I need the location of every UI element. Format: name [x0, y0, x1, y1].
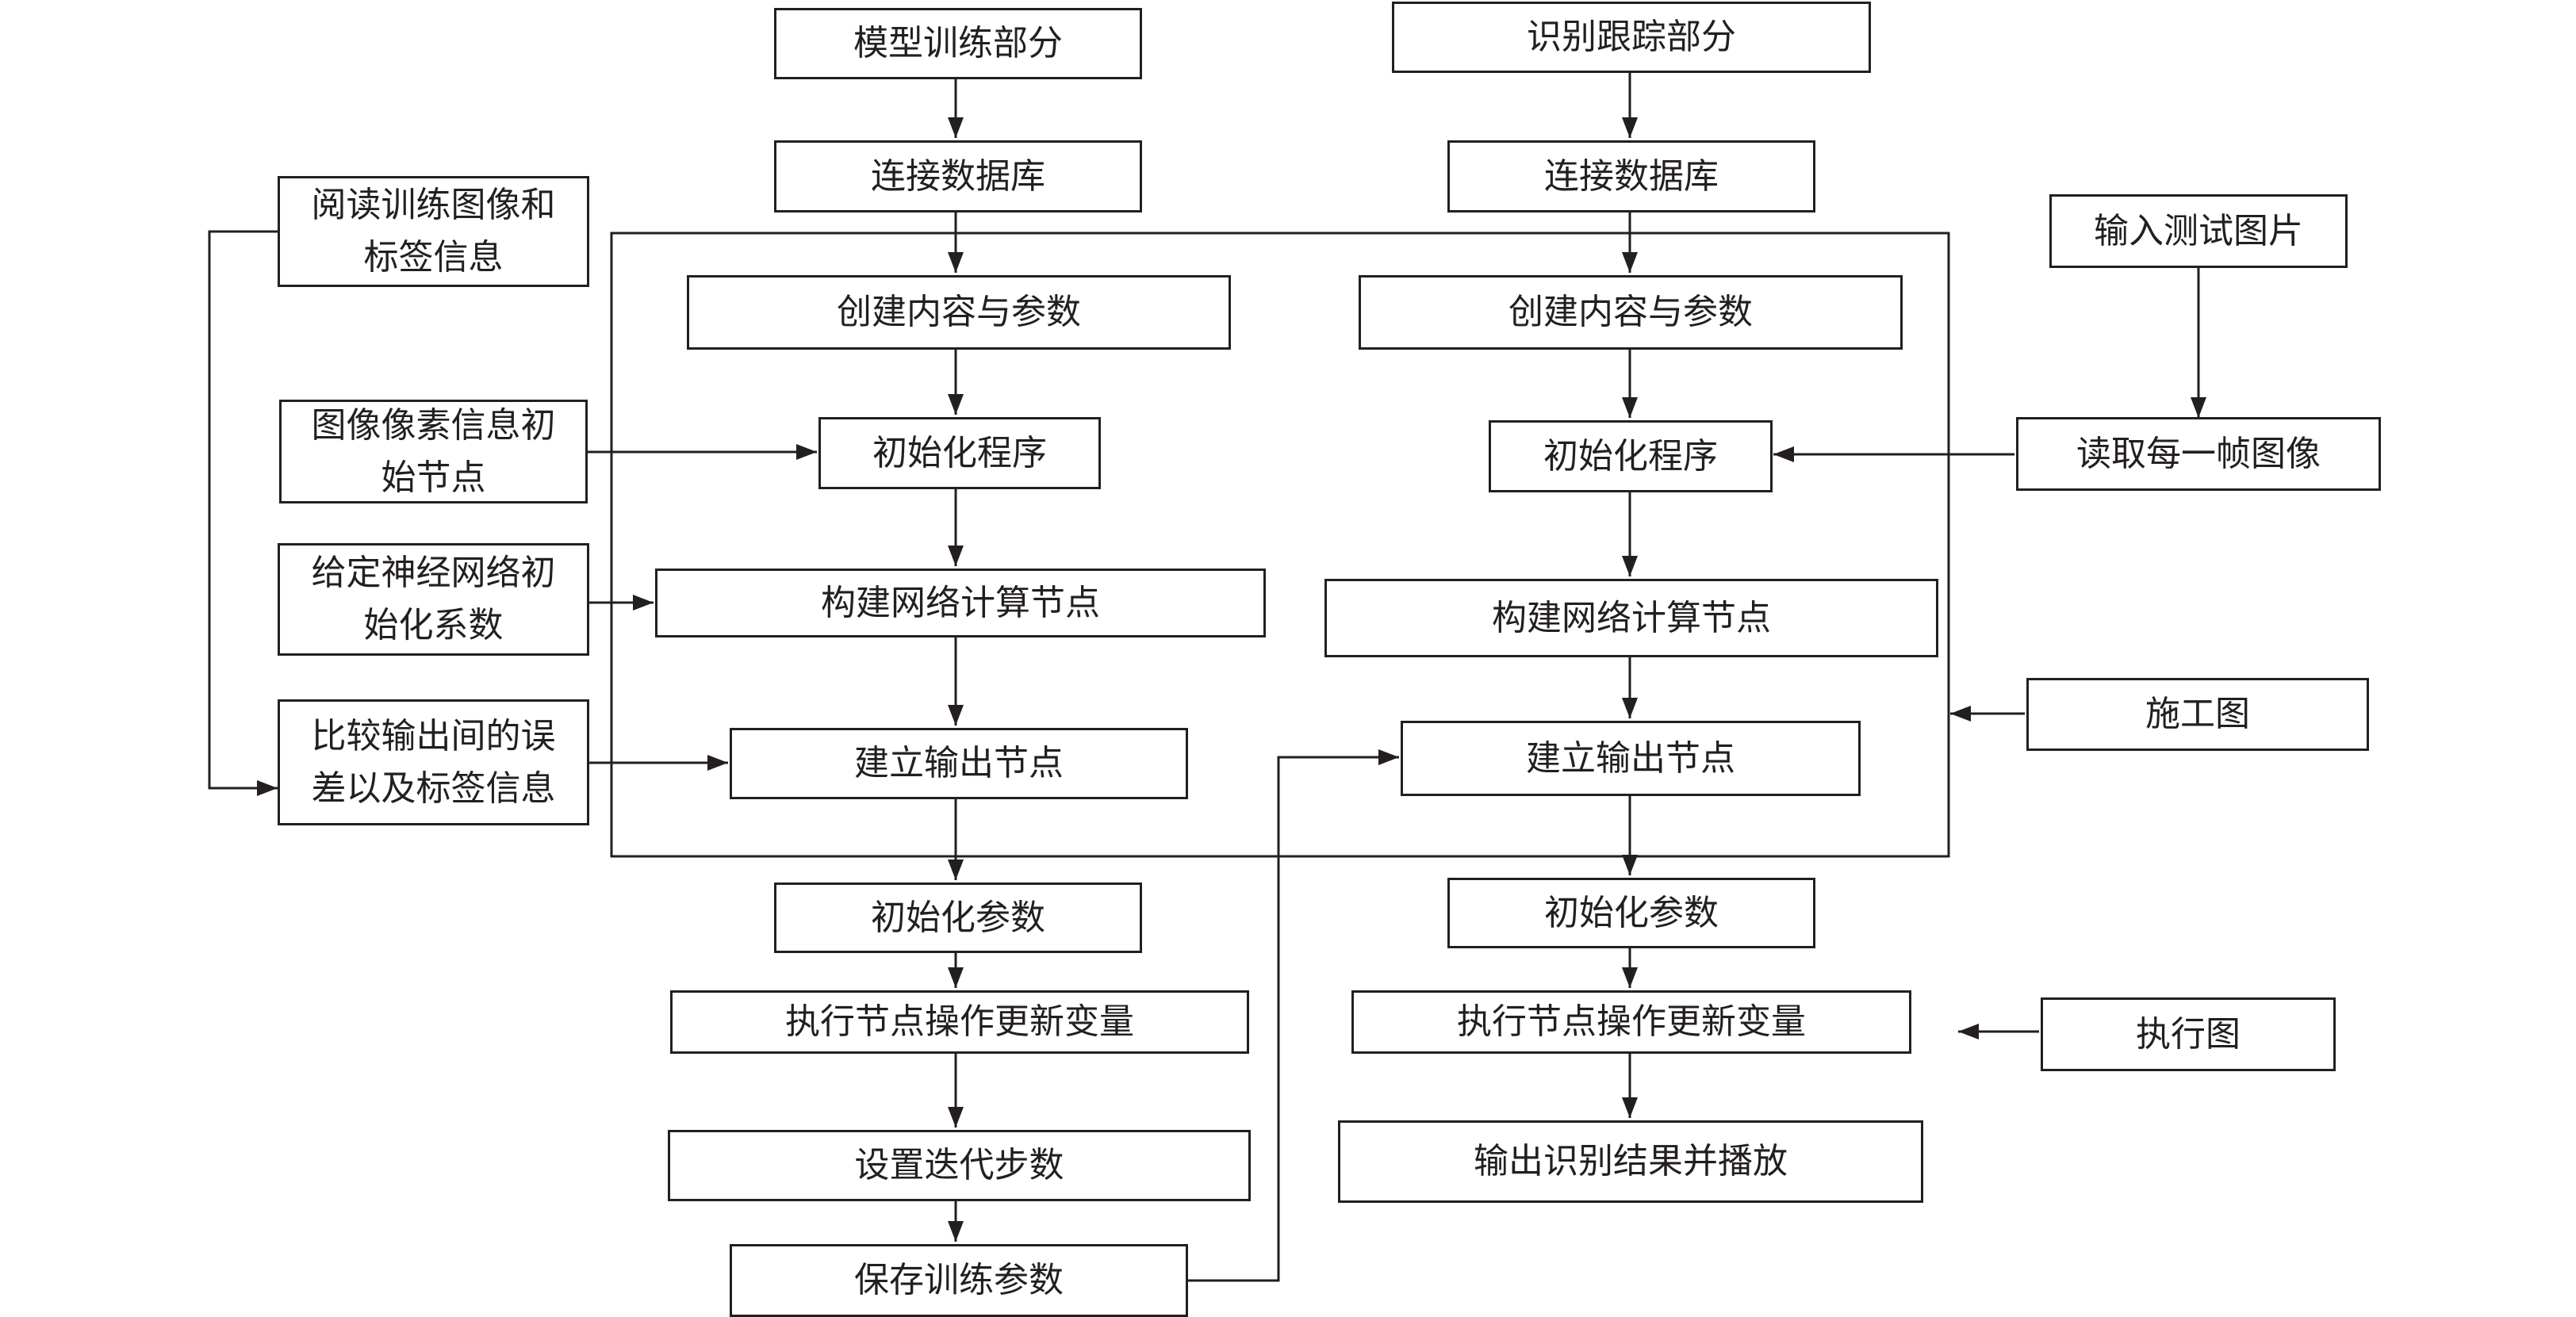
left-create-content-box: 创建内容与参数: [687, 275, 1231, 350]
input-test-image-label: 输入测试图片: [2094, 210, 2303, 251]
left-execute-update-label: 执行节点操作更新变量: [785, 1001, 1134, 1042]
right-connect-db-box: 连接数据库: [1447, 140, 1815, 212]
left-connect-db-box: 连接数据库: [774, 140, 1142, 212]
input-test-image-box: 输入测试图片: [2049, 194, 2348, 268]
compare-error-label: 比较输出间的误 差以及标签信息: [311, 715, 556, 809]
left-title-box: 模型训练部分: [774, 8, 1142, 79]
left-init-program-label: 初始化程序: [872, 432, 1047, 473]
read-images-labels-label: 阅读训练图像和 标签信息: [311, 185, 556, 278]
execution-graph-box: 执行图: [2041, 997, 2336, 1071]
pixel-init-nodes-box: 图像像素信息初 始节点: [279, 400, 588, 503]
arrow-save-to-right-output: [1188, 749, 1399, 1282]
right-init-program-box: 初始化程序: [1489, 420, 1773, 492]
left-create-content-label: 创建内容与参数: [837, 292, 1081, 332]
left-connect-db-label: 连接数据库: [871, 155, 1045, 197]
left-title: 模型训练部分: [853, 23, 1063, 63]
read-each-frame-label: 读取每一帧图像: [2076, 433, 2321, 474]
nn-init-coeffs-label: 给定神经网络初 始化系数: [311, 553, 556, 645]
right-init-program-label: 初始化程序: [1543, 435, 1718, 477]
right-execute-update-box: 执行节点操作更新变量: [1351, 990, 1911, 1054]
left-build-compute-box: 构建网络计算节点: [655, 569, 1266, 637]
right-title: 识别跟踪部分: [1527, 17, 1736, 57]
execution-graph-label: 执行图: [2136, 1013, 2241, 1055]
right-build-output-box: 建立输出节点: [1401, 721, 1861, 796]
left-build-compute-label: 构建网络计算节点: [821, 582, 1100, 623]
right-output-result-box: 输出识别结果并播放: [1338, 1120, 1923, 1203]
left-build-output-label: 建立输出节点: [854, 743, 1064, 783]
right-build-compute-label: 构建网络计算节点: [1492, 597, 1771, 638]
right-build-compute-box: 构建网络计算节点: [1324, 579, 1938, 657]
construction-graph-frame: [610, 232, 1950, 858]
pixel-init-nodes-label: 图像像素信息初 始节点: [311, 404, 556, 498]
compare-error-box: 比较输出间的误 差以及标签信息: [278, 699, 589, 825]
left-save-params-label: 保存训练参数: [854, 1260, 1064, 1300]
left-init-program-box: 初始化程序: [818, 417, 1101, 489]
read-each-frame-box: 读取每一帧图像: [2016, 417, 2381, 491]
right-build-output-label: 建立输出节点: [1526, 737, 1735, 779]
right-output-result-label: 输出识别结果并播放: [1474, 1141, 1788, 1181]
left-build-output-box: 建立输出节点: [730, 728, 1188, 799]
read-images-labels-box: 阅读训练图像和 标签信息: [278, 176, 589, 287]
right-init-params-box: 初始化参数: [1447, 878, 1815, 948]
right-connect-db-label: 连接数据库: [1544, 155, 1719, 197]
construction-graph-label: 施工图: [2145, 694, 2250, 734]
left-set-iterations-box: 设置迭代步数: [668, 1130, 1251, 1201]
left-init-params-box: 初始化参数: [774, 882, 1142, 953]
right-execute-update-label: 执行节点操作更新变量: [1457, 1001, 1806, 1042]
right-create-content-box: 创建内容与参数: [1359, 275, 1903, 350]
left-set-iterations-label: 设置迭代步数: [854, 1145, 1064, 1185]
construction-graph-box: 施工图: [2026, 678, 2369, 751]
left-init-params-label: 初始化参数: [871, 897, 1045, 938]
right-init-params-label: 初始化参数: [1544, 892, 1719, 933]
nn-init-coeffs-box: 给定神经网络初 始化系数: [278, 543, 589, 656]
right-create-content-label: 创建内容与参数: [1508, 292, 1753, 332]
left-execute-update-box: 执行节点操作更新变量: [670, 990, 1249, 1054]
right-title-box: 识别跟踪部分: [1392, 2, 1871, 73]
left-save-params-box: 保存训练参数: [730, 1244, 1188, 1317]
arrow-read-to-compare: [208, 230, 278, 796]
